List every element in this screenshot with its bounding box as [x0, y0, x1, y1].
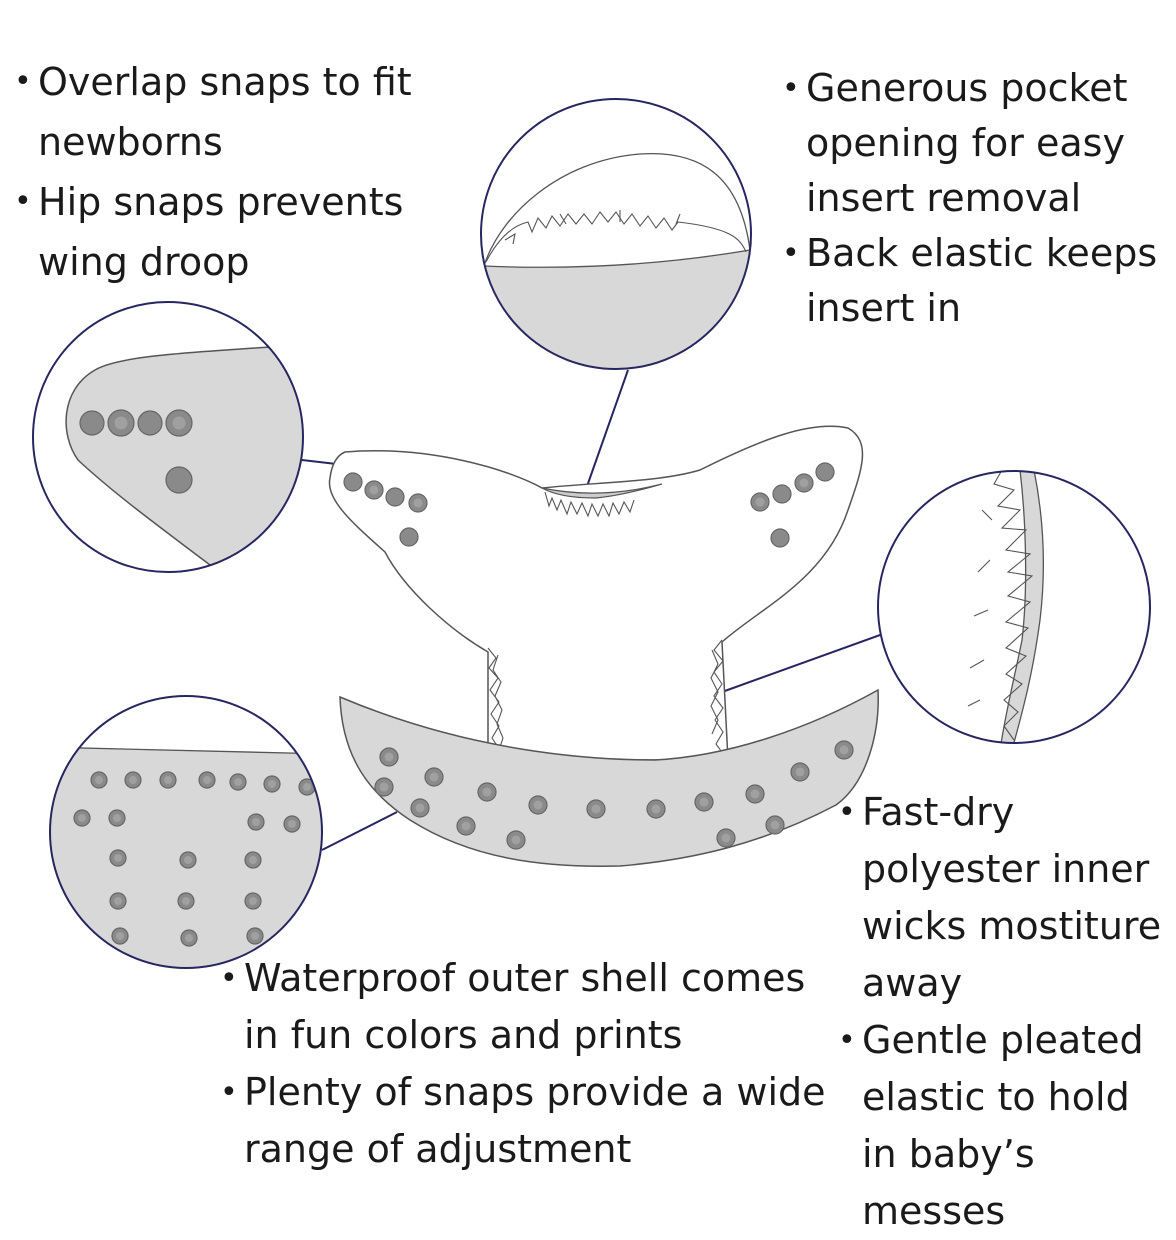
- zoom-hip-snaps: [32, 301, 304, 573]
- callout-pocket: Generous pocket opening for easy insert …: [782, 61, 1172, 336]
- snap: [772, 484, 792, 504]
- callout-inner-fabric: Fast-dry polyester inner wicks mostiture…: [838, 784, 1174, 1240]
- connector-pocket: [584, 369, 629, 493]
- snap: [165, 466, 193, 494]
- snap-center: [252, 818, 260, 826]
- callout-item: Waterproof outer shell comes in fun colo…: [220, 950, 830, 1064]
- snap-center: [413, 498, 423, 508]
- snap-center: [770, 820, 780, 830]
- snap-center: [114, 416, 128, 430]
- snap-center: [251, 932, 259, 940]
- snap-center: [288, 820, 296, 828]
- inner-elastic-ruffle: [967, 471, 1034, 741]
- snap-center: [461, 821, 471, 831]
- pocket-outline: [483, 152, 751, 267]
- snap-center: [249, 897, 257, 905]
- snap-center: [164, 776, 172, 784]
- zoom-circle-hip: [32, 301, 304, 573]
- zoom-pocket-opening: [480, 98, 752, 370]
- snap-center: [249, 856, 257, 864]
- snap-center: [795, 767, 805, 777]
- snap-center: [799, 478, 809, 488]
- callout-item: Fast-dry polyester inner wicks mostiture…: [838, 784, 1174, 1012]
- snap: [399, 527, 419, 547]
- snap-center: [129, 776, 137, 784]
- snap: [385, 487, 405, 507]
- snap-center: [182, 897, 190, 905]
- diaper-illustration: [328, 425, 879, 867]
- snap: [770, 528, 790, 548]
- snap-center: [114, 854, 122, 862]
- inner-fabric-strip: [999, 471, 1045, 743]
- callout-item: Back elastic keeps insert in: [782, 226, 1172, 336]
- snap-center: [511, 835, 521, 845]
- snap-center: [78, 814, 86, 822]
- callout-item: Plenty of snaps provide a wide range of …: [220, 1064, 830, 1178]
- snap-center: [185, 934, 193, 942]
- snap-center: [533, 800, 543, 810]
- snap-center: [651, 804, 661, 814]
- callout-item: Generous pocket opening for easy insert …: [782, 61, 1172, 226]
- back-elastic-ruffle: [544, 491, 635, 518]
- snap: [343, 472, 363, 492]
- zoom-circle-inner: [877, 470, 1151, 744]
- leg-ruffle-right: [710, 639, 725, 766]
- snap: [137, 410, 163, 436]
- snap-center: [755, 497, 765, 507]
- zoom-circle-shell: [49, 695, 323, 969]
- snap-center: [699, 797, 709, 807]
- zoom-inner-fabric: [877, 470, 1151, 744]
- wing-snaps: [343, 462, 835, 548]
- snap-center: [384, 752, 394, 762]
- snap-center: [482, 787, 492, 797]
- zoom-shell-snaps: [49, 695, 323, 969]
- snap-center: [234, 778, 242, 786]
- shell-zoom-snaps: [73, 771, 316, 947]
- snap: [79, 410, 105, 436]
- shell-snaps: [374, 740, 854, 850]
- snap-center: [268, 780, 276, 788]
- callout-item: Hip snaps prevents wing droop: [14, 172, 484, 292]
- snap-center: [114, 897, 122, 905]
- snap-center: [172, 416, 186, 430]
- snap-center: [415, 803, 425, 813]
- cloth-diaper-diagram: [32, 98, 1151, 969]
- diaper-inner-body: [328, 425, 864, 761]
- connector-shell: [321, 811, 398, 851]
- snap-center: [303, 783, 311, 791]
- pocket-ruffle: [485, 210, 747, 263]
- snap-center: [116, 932, 124, 940]
- snap-center: [839, 745, 849, 755]
- snap-center: [203, 776, 211, 784]
- snap-center: [184, 856, 192, 864]
- hip-snaps: [79, 409, 193, 494]
- callout-outer-shell: Waterproof outer shell comes in fun colo…: [220, 950, 830, 1178]
- snap-center: [591, 804, 601, 814]
- connector-inner: [721, 634, 881, 693]
- callout-item: Overlap snaps to fit newborns: [14, 52, 484, 172]
- snap: [815, 462, 835, 482]
- callout-hip-snaps: Overlap snaps to fit newborns Hip snaps …: [14, 52, 484, 292]
- pocket-lining: [483, 249, 751, 369]
- snap-center: [379, 782, 389, 792]
- pocket-opening-strip: [541, 483, 663, 499]
- snap-center: [721, 833, 731, 843]
- callout-item: Gentle pleated elastic to hold in baby’s…: [838, 1012, 1174, 1240]
- hip-wing-shape: [65, 339, 303, 572]
- snap-center: [113, 814, 121, 822]
- snap-center: [95, 776, 103, 784]
- snap-center: [369, 485, 379, 495]
- snap-center: [429, 772, 439, 782]
- snap-center: [750, 789, 760, 799]
